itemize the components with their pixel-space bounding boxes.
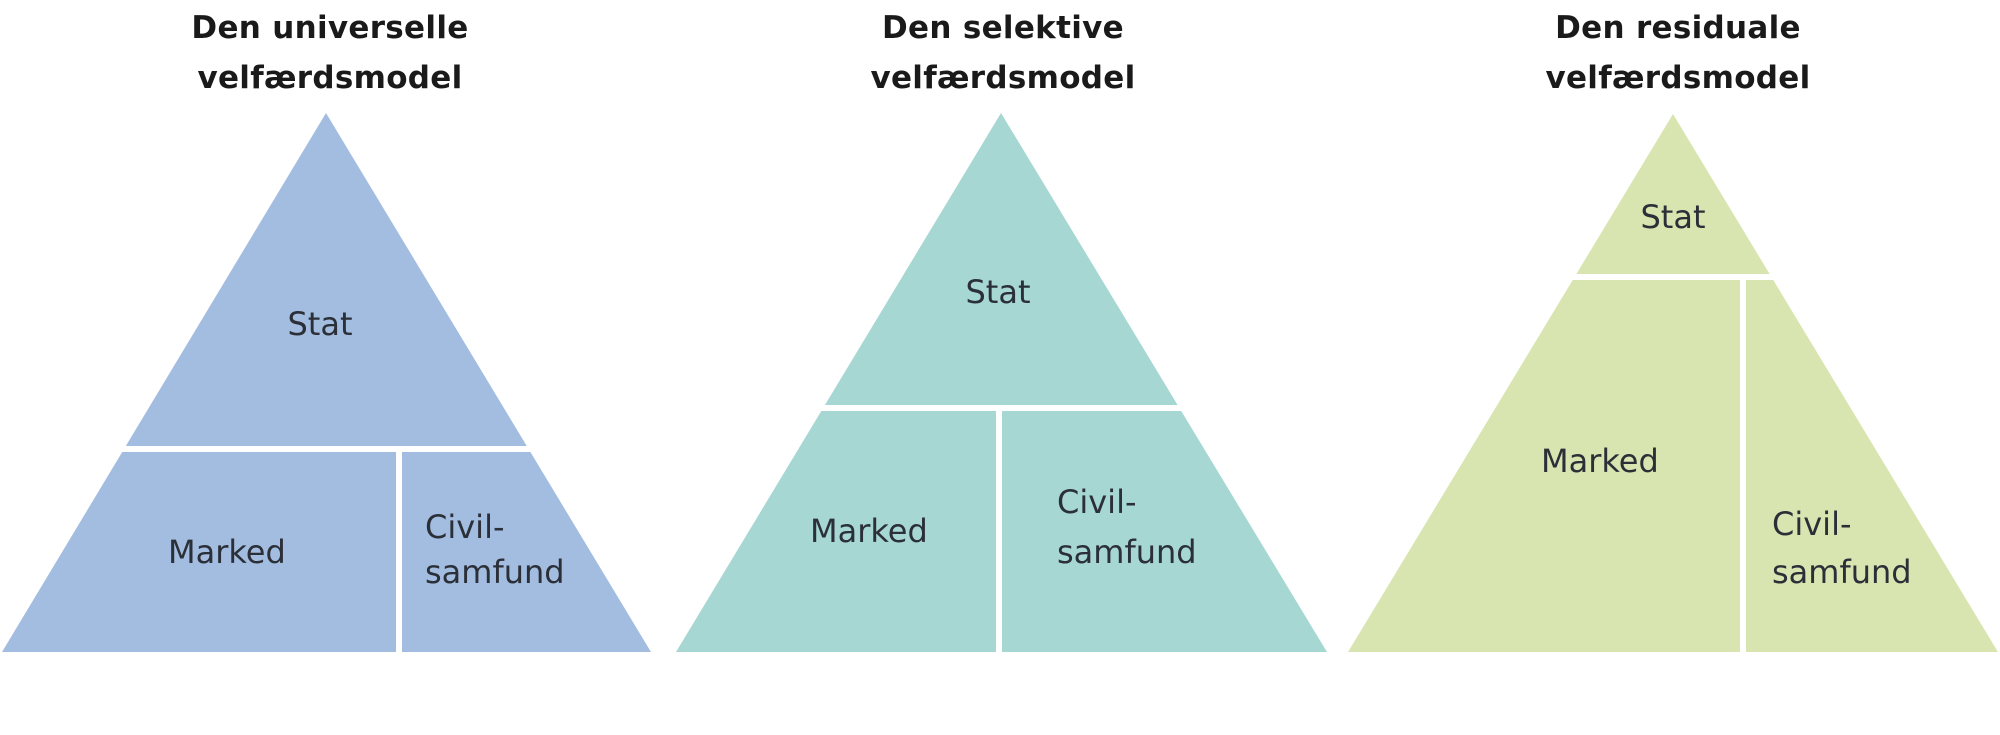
section-civil-label-line-2: samfund xyxy=(425,553,565,591)
section-civil-label-line-2: samfund xyxy=(1057,533,1197,571)
model-title-line-2: velfærdsmodel xyxy=(1545,60,1810,96)
model-title-line-2: velfærdsmodel xyxy=(870,60,1135,96)
model-selective: Den selektive velfærdsmodel Stat Marked … xyxy=(671,10,1332,654)
model-title-line-1: Den selektive xyxy=(882,10,1124,46)
pyramid-shape xyxy=(676,113,1327,652)
vertical-divider xyxy=(996,408,1002,654)
model-universal: Den universelle velfærdsmodel Stat Marke… xyxy=(0,10,656,654)
section-civil-label-line-1: Civil- xyxy=(425,508,505,546)
section-civil-label-line-1: Civil- xyxy=(1772,505,1852,543)
vertical-divider xyxy=(1740,277,1746,654)
model-title-line-1: Den universelle xyxy=(191,10,468,46)
horizontal-divider xyxy=(1343,274,2000,280)
horizontal-divider xyxy=(0,446,656,452)
section-civil-label-line-2: samfund xyxy=(1772,553,1912,591)
pyramid-shape xyxy=(1348,114,1998,652)
section-marked-label: Marked xyxy=(1541,442,1659,480)
model-residual: Den residuale velfærdsmodel Stat Marked … xyxy=(1343,10,2000,654)
section-marked-label: Marked xyxy=(810,512,928,550)
model-title-line-1: Den residuale xyxy=(1555,10,1801,46)
section-civil-label-line-1: Civil- xyxy=(1057,483,1137,521)
pyramid-shape xyxy=(2,113,651,652)
section-stat-label: Stat xyxy=(287,305,352,343)
section-stat-label: Stat xyxy=(965,273,1030,311)
model-title-line-2: velfærdsmodel xyxy=(197,60,462,96)
section-stat-label: Stat xyxy=(1640,198,1705,236)
section-marked-label: Marked xyxy=(168,533,286,571)
vertical-divider xyxy=(396,449,402,654)
